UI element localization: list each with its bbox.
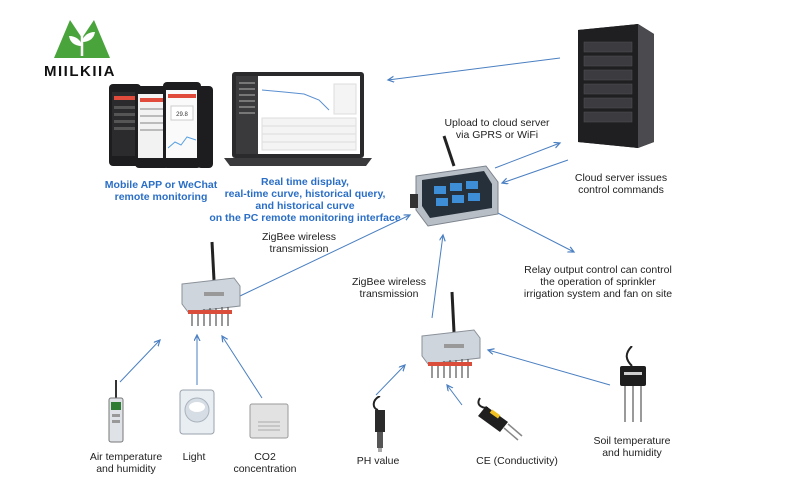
laptop-pc xyxy=(224,70,372,170)
cloud-server xyxy=(558,22,658,150)
brand-logo xyxy=(52,16,112,60)
arrow-gateway-to-server xyxy=(494,143,560,169)
light-sensor xyxy=(178,388,218,438)
arrow-ph-to-collector2 xyxy=(375,365,405,396)
soil-sensor xyxy=(612,345,654,426)
collector-node-2 xyxy=(418,290,484,384)
co2-sensor xyxy=(248,402,290,440)
label-ce: CE (Conductivity) xyxy=(476,455,558,467)
ph-sensor xyxy=(368,395,392,454)
mobile-phones: 29.8 xyxy=(105,82,215,172)
arrow-soil-to-collector2 xyxy=(488,350,611,386)
air-sensor xyxy=(106,380,126,450)
label-ph: PH value xyxy=(356,455,400,467)
arrow-collector1-to-gateway xyxy=(239,215,410,297)
label-pc-monitoring: Real time display,real-time curve, histo… xyxy=(209,176,401,224)
arrow-server-to-pc xyxy=(388,57,561,80)
arrow-gateway-to-relay xyxy=(491,209,574,252)
arrow-co2-to-collector1 xyxy=(222,336,263,399)
phone-readout: 29.8 xyxy=(176,112,188,118)
arrow-collector2-to-gateway xyxy=(431,235,443,319)
gateway-device xyxy=(410,134,500,232)
brand-name: MIILKIIA xyxy=(44,63,116,80)
ce-sensor xyxy=(474,396,528,446)
leaf-logo-icon xyxy=(54,20,110,58)
arrow-air-to-collector1 xyxy=(119,340,160,383)
collector-node-1 xyxy=(178,240,244,332)
arrow-server-to-gateway xyxy=(502,159,569,183)
arrow-ce-to-collector2 xyxy=(447,385,463,406)
label-light: Light xyxy=(182,451,206,463)
